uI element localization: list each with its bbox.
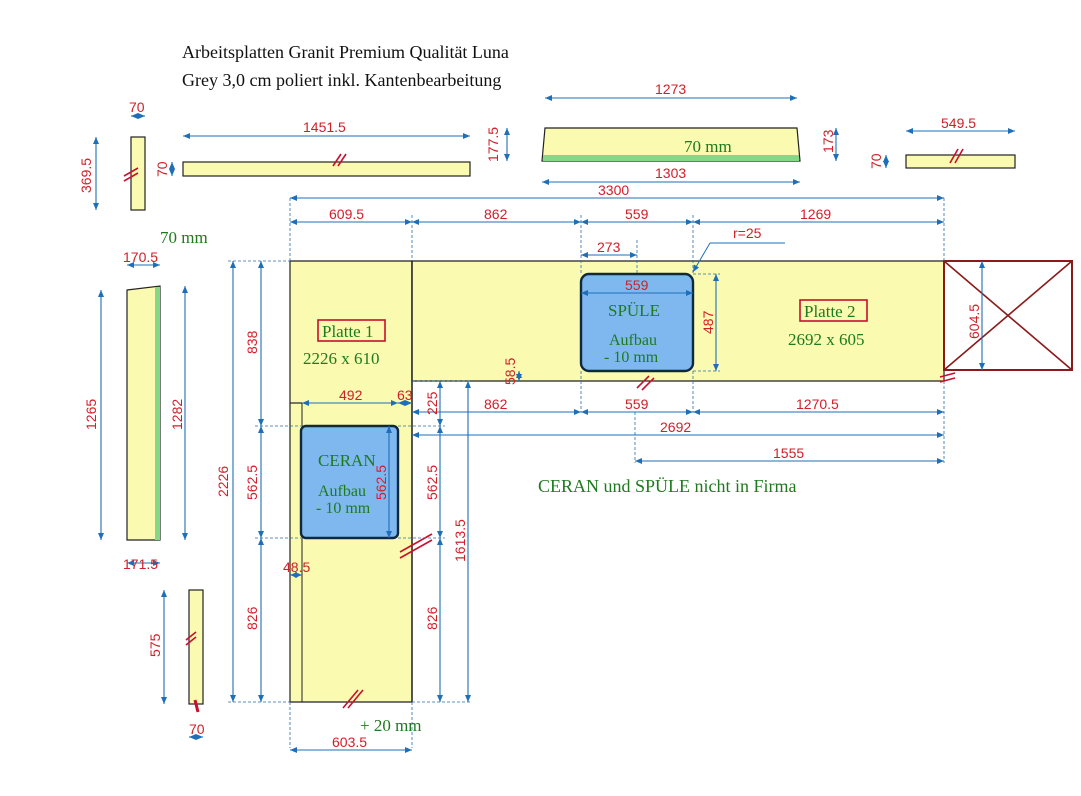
edge-mark bbox=[342, 689, 359, 709]
radius-leader bbox=[692, 242, 711, 273]
dim-6095: 609.5 bbox=[329, 206, 364, 222]
side-panel-label: 70 mm bbox=[160, 228, 208, 247]
small-strip-length: 575 bbox=[147, 633, 163, 657]
edge-mark bbox=[185, 631, 197, 641]
dim-273: 273 bbox=[597, 239, 621, 255]
dim-plate2-height: 604.5 bbox=[966, 304, 982, 339]
strip-left-top-length: 369.5 bbox=[78, 158, 94, 193]
title-line-1: Arbeitsplatten Granit Premium Qualität L… bbox=[182, 42, 509, 62]
dim-2226: 2226 bbox=[215, 466, 231, 497]
ceran-line-2: Aufbau bbox=[318, 483, 366, 500]
dim-total: 3300 bbox=[598, 182, 629, 198]
dim-sink-height: 487 bbox=[700, 310, 716, 334]
strip-trapezoid-top: 1273 bbox=[655, 81, 686, 97]
edge-mark bbox=[123, 172, 139, 182]
strip-trapezoid-edge bbox=[543, 155, 799, 161]
strip-trapezoid-left: 177.5 bbox=[485, 127, 501, 162]
side-panel: 70 mm 170.5 171.5 1265 1282 bbox=[83, 228, 208, 572]
dim-838: 838 bbox=[244, 330, 260, 354]
side-panel-right: 1282 bbox=[169, 399, 185, 430]
small-strip-width: 70 bbox=[189, 721, 205, 737]
small-strip: 575 70 bbox=[147, 589, 205, 740]
dim-63: 63 bbox=[397, 387, 413, 403]
spuele-line-3: - 10 mm bbox=[604, 349, 659, 366]
dim-862: 862 bbox=[484, 206, 508, 222]
side-panel-top: 170.5 bbox=[123, 249, 158, 265]
dim-bottom-559: 559 bbox=[625, 396, 649, 412]
dim-bottom-12705: 1270.5 bbox=[796, 396, 839, 412]
dim-left-5625: 562.5 bbox=[244, 465, 260, 500]
spuele-line-1: SPÜLE bbox=[608, 301, 660, 320]
plate2-label-box bbox=[799, 299, 868, 322]
spuele-cutout bbox=[579, 272, 695, 373]
dim-559: 559 bbox=[625, 206, 649, 222]
strip-left-top: 70 369.5 bbox=[78, 99, 146, 211]
strip-long-body bbox=[182, 161, 471, 177]
spuele-line-2: Aufbau bbox=[609, 332, 657, 349]
plate1-label-box bbox=[317, 319, 386, 342]
edge-mark bbox=[123, 167, 139, 177]
dim-2692: 2692 bbox=[660, 419, 691, 435]
strip-left-top-width: 70 bbox=[129, 99, 145, 115]
edge-mark bbox=[347, 689, 364, 709]
dim-right-5625: 562.5 bbox=[424, 465, 440, 500]
edge-mark bbox=[185, 636, 197, 646]
cut-out-diagonal bbox=[943, 260, 1073, 371]
edge-mark bbox=[337, 153, 347, 167]
edge-mark bbox=[641, 377, 655, 391]
edge-mark bbox=[332, 153, 342, 167]
ceran-line-3: - 10 mm bbox=[316, 500, 371, 517]
edge-mark bbox=[949, 148, 959, 164]
side-panel-bottom: 171.5 bbox=[123, 556, 158, 572]
strip-long-length: 1451.5 bbox=[303, 119, 346, 135]
main-plan: CERAN Aufbau - 10 mm SPÜLE Aufbau - 10 m… bbox=[215, 182, 1073, 753]
dim-ceran-height: 562.5 bbox=[373, 465, 389, 500]
cut-out-box bbox=[943, 260, 1073, 371]
edge-mark bbox=[193, 699, 200, 713]
dim-right-826: 826 bbox=[424, 606, 440, 630]
dim-225: 225 bbox=[424, 391, 440, 415]
plate1-label: Platte 1 bbox=[322, 322, 373, 341]
plate2-label: Platte 2 bbox=[804, 302, 855, 321]
edge-mark bbox=[636, 375, 650, 389]
strip-trapezoid-label: 70 mm bbox=[684, 137, 732, 156]
title-line-2: Grey 3,0 cm poliert inkl. Kantenbearbeit… bbox=[182, 70, 501, 90]
dim-16135: 1613.5 bbox=[452, 519, 468, 562]
plate2-size: 2692 x 605 bbox=[788, 330, 865, 349]
dim-485: 48.5 bbox=[283, 559, 310, 575]
small-strip-body bbox=[188, 589, 204, 705]
strip-long-width: 70 bbox=[154, 161, 170, 177]
strip-long: 1451.5 70 bbox=[154, 119, 471, 177]
note-ceran-spuele: CERAN und SPÜLE nicht in Firma bbox=[538, 476, 797, 496]
plate1-size: 2226 x 610 bbox=[303, 349, 380, 368]
strip-trapezoid: 1273 1303 177.5 173 70 mm bbox=[485, 81, 839, 185]
strip-right: 549.5 70 bbox=[868, 115, 1016, 169]
edge-mark bbox=[939, 372, 956, 378]
radius-label: r=25 bbox=[733, 225, 762, 241]
plus-note: + 20 mm bbox=[360, 716, 422, 735]
dim-6035: 603.5 bbox=[332, 734, 367, 750]
strip-trapezoid-body bbox=[541, 127, 801, 162]
edge-mark bbox=[939, 377, 956, 383]
strip-trapezoid-bottom: 1303 bbox=[655, 165, 686, 181]
dim-492: 492 bbox=[339, 387, 363, 403]
strip-trapezoid-right: 173 bbox=[820, 129, 836, 153]
strip-right-length: 549.5 bbox=[941, 115, 976, 131]
edge-mark bbox=[954, 148, 964, 164]
edge-mark bbox=[399, 533, 433, 553]
dim-585: 58.5 bbox=[502, 358, 518, 385]
ceran-cutout bbox=[299, 424, 400, 540]
strip-right-body bbox=[905, 154, 1016, 169]
side-panel-left: 1265 bbox=[83, 399, 99, 430]
strip-right-width: 70 bbox=[868, 153, 884, 169]
dim-1269: 1269 bbox=[800, 206, 831, 222]
dim-left-826: 826 bbox=[244, 606, 260, 630]
dim-sink-width: 559 bbox=[625, 277, 649, 293]
side-panel-edge bbox=[155, 287, 160, 540]
ceran-line-1: CERAN bbox=[318, 451, 376, 470]
dim-bottom-862: 862 bbox=[484, 396, 508, 412]
dim-1555: 1555 bbox=[773, 445, 804, 461]
edge-mark bbox=[399, 539, 433, 559]
